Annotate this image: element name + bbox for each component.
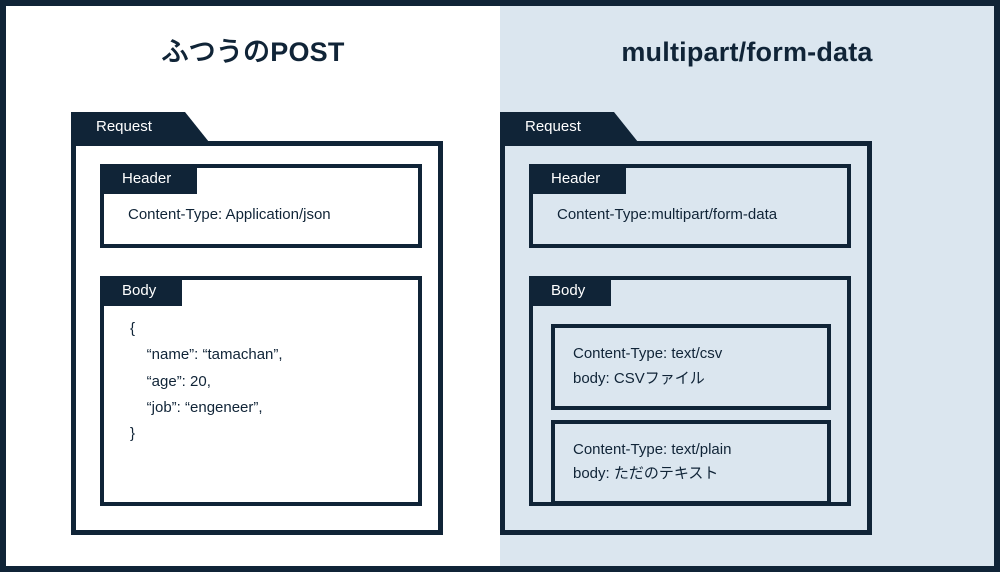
request-folder-right: Request Header Content-Type:multipart/fo… [500,112,872,535]
request-frame-right: Header Content-Type:multipart/form-data … [500,141,872,535]
request-tab-label-right: Request [500,112,638,142]
json-body-code: { “name”: “tamachan”, “age”: 20, “job”: … [130,320,283,442]
request-folder-left: Request Header Content-Type: Application… [71,112,443,535]
multipart-part-box: Content-Type: text/plain body: ただのテキスト [551,419,831,505]
body-section-left: Body { “name”: “tamachan”, “age”: 20, “j… [100,276,422,506]
part-content-type-text: Content-Type: text/csv [573,345,723,362]
multipart-part-box: Content-Type: text/csv body: CSVファイル [551,324,831,410]
part-content-type-text: Content-Type: text/plain [573,440,732,458]
panel-normal-post: ふつうのPOST Request Header Content-Type: Ap… [6,6,500,566]
header-content-type-text-left: Content-Type: Application/json [128,206,331,223]
panel-multipart-form-data: multipart/form-data Request Header Conte… [500,6,994,566]
part-body-text: body: ただのテキスト [573,465,719,483]
page-title-multipart: multipart/form-data [621,37,873,67]
body-section-content-left: { “name”: “tamachan”, “age”: 20, “job”: … [104,280,418,447]
request-frame-left: Header Content-Type: Application/json Bo… [71,141,443,535]
multipart-part-list: Content-Type: text/csv body: CSVファイル Con… [533,310,847,505]
request-tab-label-left: Request [71,112,209,142]
header-section-content-left: Content-Type: Application/json [104,168,418,238]
body-section-content-right: Content-Type: text/csv body: CSVファイル Con… [533,280,847,505]
body-section-label-right: Body [529,276,612,306]
header-section-content-right: Content-Type:multipart/form-data [533,168,847,238]
header-section-right: Header Content-Type:multipart/form-data [529,164,851,248]
header-content-type-text-right: Content-Type:multipart/form-data [557,206,778,223]
body-section-right: Body Content-Type: text/csv body: CSVファイ… [529,276,851,506]
page-title-normal-post: ふつうのPOST [161,37,345,67]
header-section-label-left: Header [100,164,198,194]
header-section-label-right: Header [529,164,627,194]
header-section-left: Header Content-Type: Application/json [100,164,422,248]
part-body-text: body: CSVファイル [573,369,705,387]
body-section-label-left: Body [100,276,183,306]
